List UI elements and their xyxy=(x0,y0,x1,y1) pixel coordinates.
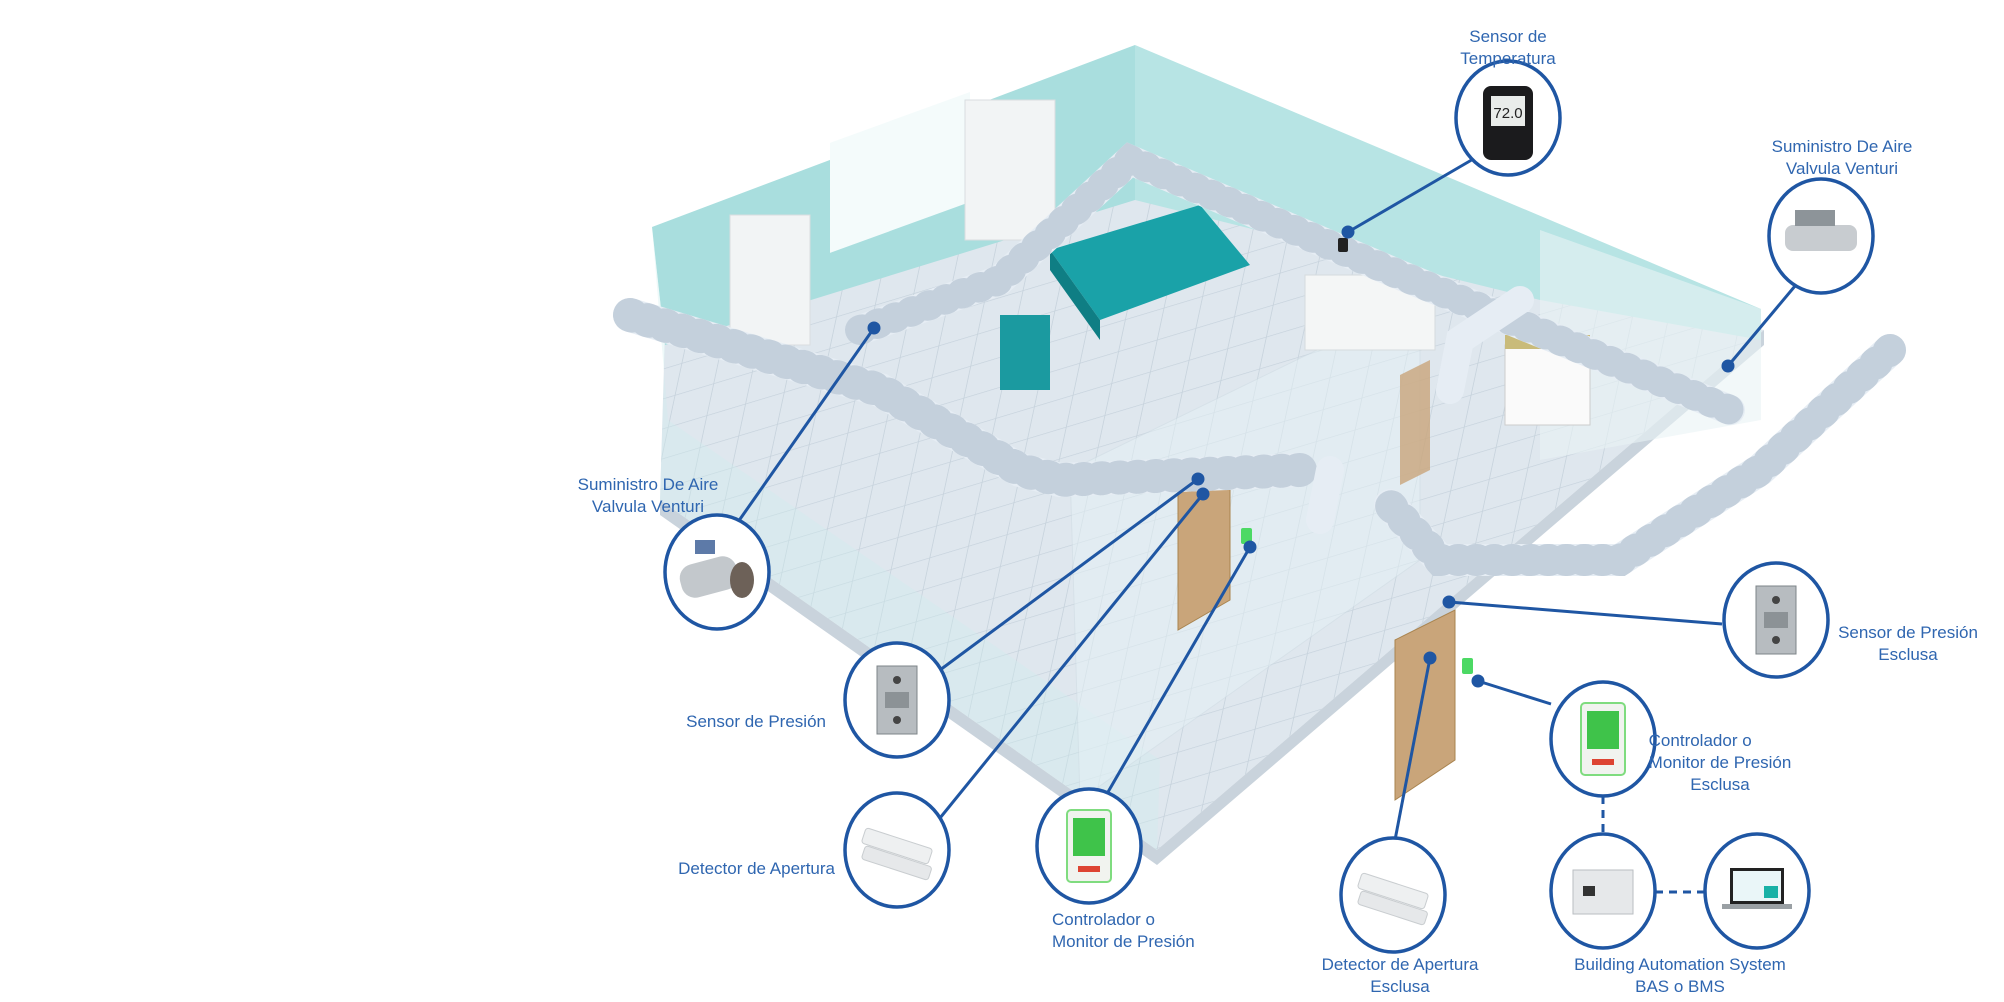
door-contact-icon xyxy=(861,827,933,881)
wall-thermostat xyxy=(1338,238,1348,252)
curtain-left xyxy=(729,214,811,346)
thermostat-icon: 72.0 xyxy=(1483,86,1533,160)
bed-frame xyxy=(1050,250,1100,340)
label-pressure-sensor: Sensor de Presión xyxy=(686,712,826,731)
ducts xyxy=(613,142,1906,576)
bas-connectors xyxy=(1601,796,1706,894)
laptop-icon xyxy=(1722,868,1792,909)
window xyxy=(830,91,970,253)
sink-cabinet xyxy=(1504,344,1591,426)
curtain-right xyxy=(964,99,1056,241)
leader-lines xyxy=(736,156,1797,841)
venturi-valve-icon xyxy=(679,540,754,598)
pressure-monitor-icon xyxy=(1580,702,1626,776)
bas-controller-icon xyxy=(1572,869,1634,915)
door-inner xyxy=(1400,360,1430,485)
controller-mini-airlock xyxy=(1462,658,1473,674)
venturi-valve-icon xyxy=(1785,210,1857,251)
svg-text:72.0: 72.0 xyxy=(1493,105,1522,122)
pressure-sensor-icon xyxy=(876,665,918,735)
door-contact-icon xyxy=(1357,872,1429,926)
hospital-bed xyxy=(1050,205,1250,320)
controller-mini xyxy=(1241,528,1252,544)
pressure-sensor-icon xyxy=(1755,585,1797,655)
label-door-detector: Detector de Apertura xyxy=(678,859,835,878)
pressure-monitor-icon xyxy=(1066,809,1112,883)
glass-wall-left xyxy=(652,227,1160,850)
door-airlock xyxy=(1394,609,1456,801)
bedside-table xyxy=(1000,315,1050,390)
